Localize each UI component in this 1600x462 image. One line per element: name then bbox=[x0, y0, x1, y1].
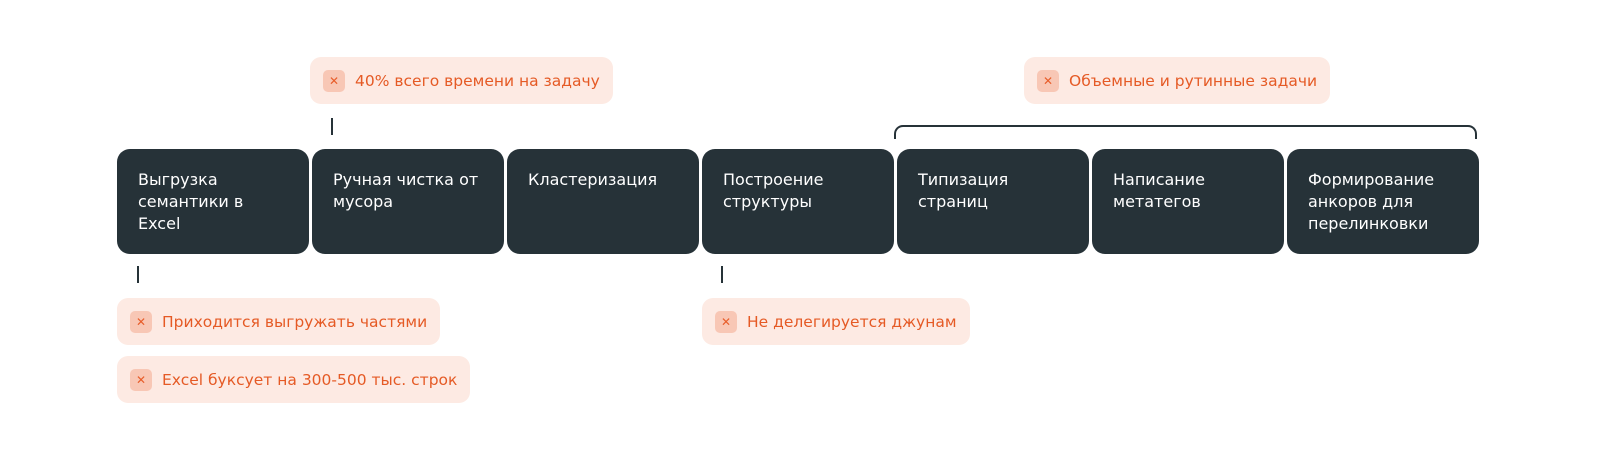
connector-tick-export bbox=[137, 266, 139, 283]
note-export-parts: ✕ Приходится выгружать частями bbox=[117, 298, 441, 345]
step-manual-cleaning: Ручная чистка от мусора bbox=[312, 149, 504, 254]
step-clustering: Кластеризация bbox=[507, 149, 699, 254]
note-not-delegated-text: Не делегируется джунам bbox=[747, 312, 957, 331]
process-steps: Выгрузка семантики в Excel Ручная чистка… bbox=[117, 149, 1479, 254]
step-structure-building: Построение структуры bbox=[702, 149, 894, 254]
note-not-delegated: ✕ Не делегируется джунам bbox=[702, 298, 970, 345]
connector-tick-cleaning bbox=[331, 118, 333, 135]
close-icon: ✕ bbox=[130, 368, 152, 391]
close-icon: ✕ bbox=[715, 310, 737, 333]
note-routine-tasks-text: Объемные и рутинные задачи bbox=[1069, 71, 1318, 90]
note-routine-tasks: ✕ Объемные и рутинные задачи bbox=[1024, 57, 1331, 104]
close-icon: ✕ bbox=[323, 69, 345, 92]
close-icon: ✕ bbox=[1037, 69, 1059, 92]
step-export-semantics: Выгрузка семантики в Excel bbox=[117, 149, 309, 254]
step-meta-tags: Написание метатегов bbox=[1092, 149, 1284, 254]
note-cleaning-time: ✕ 40% всего времени на задачу bbox=[310, 57, 613, 104]
note-excel-lag: ✕ Excel буксует на 300-500 тыс. строк bbox=[117, 356, 471, 403]
note-excel-lag-text: Excel буксует на 300-500 тыс. строк bbox=[162, 370, 458, 389]
close-icon: ✕ bbox=[130, 310, 152, 333]
step-page-typing: Типизация страниц bbox=[897, 149, 1089, 254]
note-cleaning-time-text: 40% всего времени на задачу bbox=[355, 71, 600, 90]
step-anchor-forming: Формирование анкоров для перелинковки bbox=[1287, 149, 1479, 254]
connector-tick-structure bbox=[721, 266, 723, 283]
note-export-parts-text: Приходится выгружать частями bbox=[162, 312, 428, 331]
group-bracket bbox=[894, 125, 1477, 139]
